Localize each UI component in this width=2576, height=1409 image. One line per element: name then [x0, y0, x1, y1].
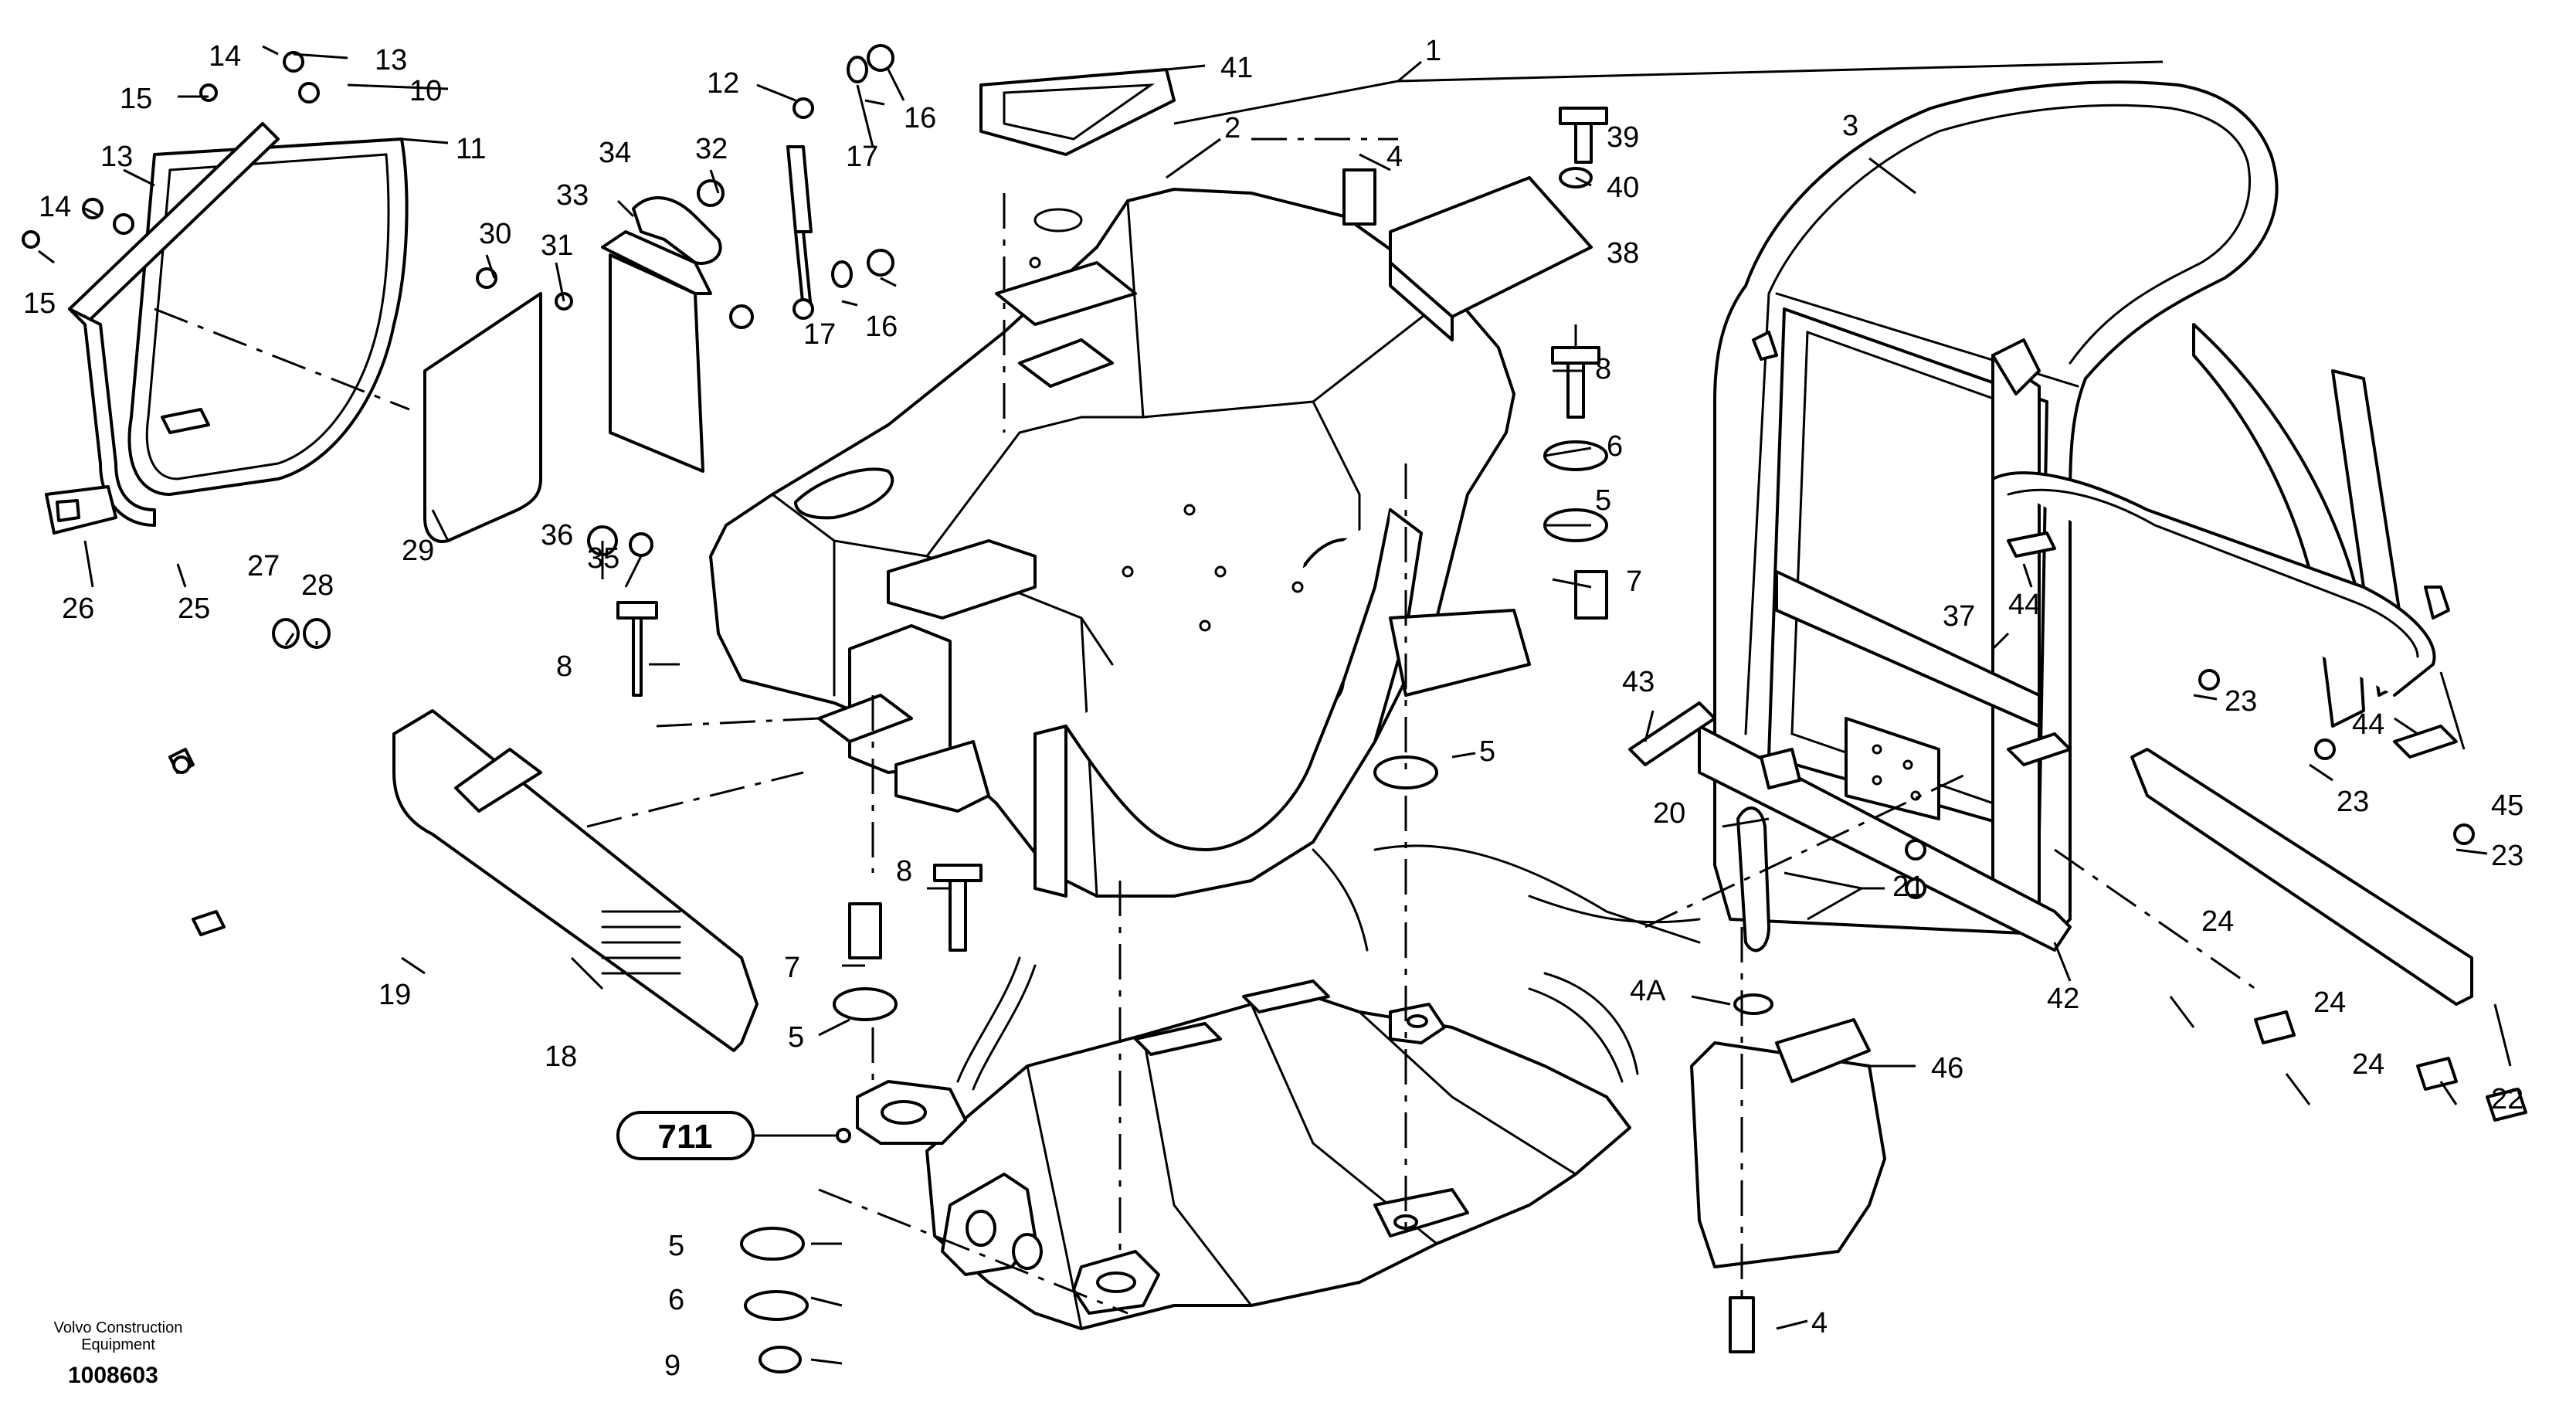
callout-22: 22 [2491, 1083, 2523, 1115]
reference-callout-text: 711 [658, 1118, 713, 1156]
callout-24: 24 [2313, 986, 2346, 1019]
callout-6: 6 [1607, 430, 1623, 463]
callout-5: 5 [788, 1021, 804, 1054]
callout-40: 40 [1607, 171, 1639, 204]
callout-11: 11 [456, 133, 486, 165]
leader-lines [38, 45, 2512, 1365]
callout-24: 24 [2201, 905, 2234, 938]
callout-5: 5 [668, 1230, 684, 1262]
callout-31: 31 [541, 229, 573, 262]
callout-24: 24 [2352, 1048, 2384, 1081]
callout-23: 23 [2491, 840, 2523, 872]
callout-3: 3 [1842, 110, 1858, 142]
callout-4: 4 [1386, 141, 1403, 173]
callout-8: 8 [1595, 353, 1611, 385]
callout-17: 17 [803, 318, 836, 351]
callout-6: 6 [668, 1284, 684, 1316]
cab-shell [1698, 80, 2450, 952]
callout-15: 15 [23, 287, 56, 320]
callout-18: 18 [545, 1041, 577, 1073]
callout-42: 42 [2047, 983, 2079, 1015]
callout-17: 17 [846, 141, 878, 173]
callout-39: 39 [1607, 121, 1639, 154]
door-frame [45, 122, 409, 535]
reference-callout-711: 711 [616, 1111, 851, 1160]
callout-44: 44 [2008, 589, 2041, 621]
callout-16: 16 [865, 311, 898, 343]
callout-12: 12 [707, 67, 739, 100]
callout-29: 29 [402, 535, 434, 567]
callout-45: 45 [2491, 789, 2523, 822]
callout-23: 23 [2337, 786, 2369, 818]
mounts-and-bolts [22, 44, 2475, 1373]
callout-8: 8 [896, 855, 912, 888]
callout-25: 25 [178, 592, 210, 625]
publisher-line-2: Equipment [81, 1336, 155, 1353]
upper-frame [856, 844, 1701, 1330]
callout-1: 1 [1425, 35, 1441, 67]
callout-27: 27 [247, 550, 280, 582]
callout-13: 13 [375, 44, 407, 76]
callout-14: 14 [209, 40, 241, 73]
callout-33: 33 [556, 179, 589, 212]
callout-26: 26 [62, 592, 94, 625]
publisher-line-1: Volvo Construction [53, 1319, 183, 1336]
callout-4A: 4A [1630, 975, 1666, 1007]
callout-36: 36 [541, 519, 573, 552]
publisher-brand: Volvo Construction Equipment [29, 1319, 207, 1353]
figure-number: 1008603 [68, 1363, 158, 1388]
callout-15: 15 [120, 83, 152, 115]
callout-46: 46 [1931, 1052, 1963, 1085]
callout-labels: 1 2 3 4 4 4A 5 5 5 5 6 6 7 7 8 8 8 9 10 … [23, 35, 2523, 1382]
callout-21: 21 [1892, 871, 1925, 903]
callout-9: 9 [664, 1350, 680, 1382]
callout-4: 4 [1811, 1307, 1828, 1339]
callout-30: 30 [479, 218, 511, 250]
callout-43: 43 [1622, 666, 1655, 698]
callout-2: 2 [1224, 112, 1240, 144]
callout-13: 13 [100, 141, 133, 173]
callout-16: 16 [904, 102, 936, 134]
callout-23: 23 [2225, 685, 2257, 718]
callout-41: 41 [1220, 52, 1253, 84]
center-lines [154, 138, 2256, 1315]
cab-frame [709, 188, 1531, 898]
callout-44: 44 [2352, 708, 2384, 741]
callout-19: 19 [378, 979, 411, 1011]
side-panels [392, 196, 759, 1052]
callout-10: 10 [409, 75, 442, 107]
callout-20: 20 [1653, 797, 1685, 830]
callout-34: 34 [599, 137, 631, 169]
callout-8: 8 [556, 650, 572, 683]
callout-7: 7 [1626, 565, 1642, 598]
callout-38: 38 [1607, 237, 1639, 270]
callout-28: 28 [301, 569, 334, 602]
callout-5: 5 [1595, 484, 1611, 517]
callout-32: 32 [695, 133, 728, 165]
callout-5: 5 [1479, 735, 1495, 768]
callout-37: 37 [1943, 600, 1975, 633]
small-hardware [786, 68, 2527, 1268]
callout-14: 14 [39, 191, 71, 223]
callout-7: 7 [784, 952, 800, 984]
callout-35: 35 [587, 542, 619, 575]
